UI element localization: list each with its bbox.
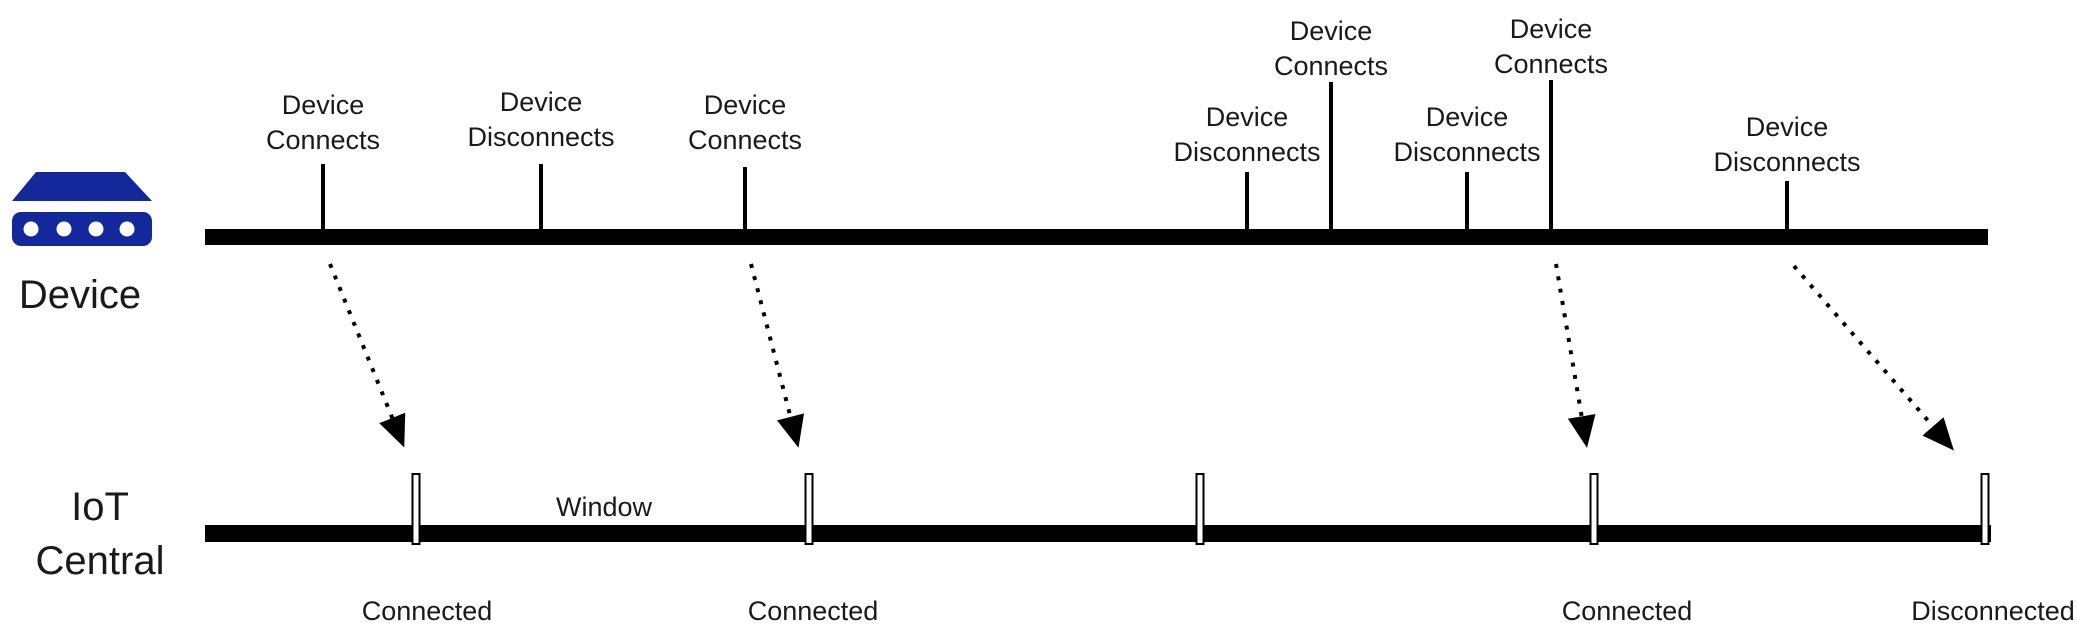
device-event-label-line: Connects: [1493, 49, 1609, 79]
device-event-label-line: Device: [1509, 14, 1593, 44]
device-event-tick: [1245, 172, 1249, 229]
device-event-label-line: Device: [703, 90, 787, 120]
device-icon-body: [12, 212, 152, 246]
event-delivery-arrow: [328, 263, 406, 448]
device-event-label-line: Device: [1745, 112, 1829, 142]
device-lane-label: Device: [18, 273, 142, 317]
window-boundary-marker: [1589, 473, 1599, 545]
window-label: Window: [555, 492, 653, 522]
connection-state-label: Connected: [747, 596, 879, 626]
device-event-tick: [1785, 181, 1789, 229]
device-event-label-line: Disconnects: [467, 122, 615, 152]
event-delivery-arrow: [749, 263, 805, 448]
iot-central-lane-label: IoT Central: [36, 480, 165, 588]
iot-central-timeline-bar: [205, 525, 1991, 542]
event-delivery-arrow: [1554, 263, 1596, 448]
device-event-label-line: Connects: [1273, 51, 1389, 81]
connection-state-label: Connected: [361, 596, 493, 626]
device-event-label-line: Disconnects: [1713, 147, 1861, 177]
device-icon-dot: [119, 221, 135, 237]
device-event-tick: [321, 164, 325, 229]
device-event-tick: [1465, 172, 1469, 229]
device-event-tick: [743, 167, 747, 229]
device-icon-lid: [12, 172, 152, 201]
device-icon-dot: [23, 221, 39, 237]
connection-state-label: Disconnected: [1911, 596, 2075, 626]
device-event-tick: [1549, 80, 1553, 229]
iot-device-icon: [12, 172, 152, 246]
window-boundary-marker: [1195, 473, 1205, 545]
device-timeline-bar: [205, 229, 1988, 245]
device-event-label-line: Device: [1289, 16, 1373, 46]
connection-state-label: Connected: [1561, 596, 1693, 626]
device-event-label-line: Device: [1425, 102, 1509, 132]
device-event-tick: [539, 164, 543, 229]
device-event-label-line: Disconnects: [1393, 137, 1541, 167]
window-boundary-marker: [804, 473, 814, 545]
window-boundary-marker: [1980, 473, 1990, 545]
device-event-label-line: Connects: [265, 125, 381, 155]
device-event-label-line: Device: [499, 87, 583, 117]
device-event-label-line: Device: [281, 90, 365, 120]
device-event-label-line: Disconnects: [1173, 137, 1321, 167]
iot-label-line2: Central: [35, 539, 165, 583]
window-boundary-marker: [411, 473, 421, 545]
device-event-label-line: Device: [1205, 102, 1289, 132]
iot-label-line1: IoT: [71, 485, 129, 529]
device-icon-dot: [88, 221, 104, 237]
device-event-label-line: Connects: [687, 125, 803, 155]
device-icon-dot: [56, 221, 72, 237]
event-delivery-arrow: [1792, 264, 1954, 451]
device-event-tick: [1329, 82, 1333, 229]
